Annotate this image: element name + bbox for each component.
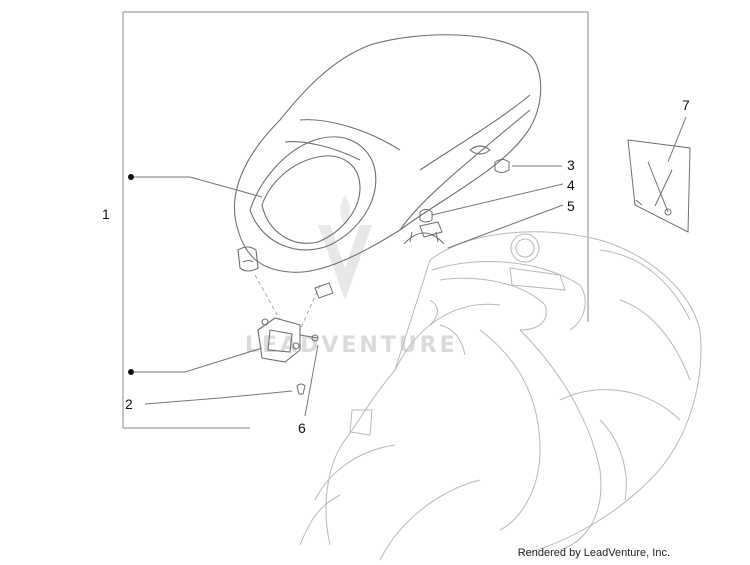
leader-dot xyxy=(128,369,134,375)
leader-dot xyxy=(128,174,134,180)
callout-7: 7 xyxy=(682,97,690,113)
callout-2: 2 xyxy=(125,396,133,412)
scooter-body-drawing xyxy=(299,231,702,561)
callout-1: 1 xyxy=(102,206,110,222)
small-parts xyxy=(296,159,510,395)
leader-dots xyxy=(128,174,134,375)
group-bracket xyxy=(122,11,589,429)
leader-lines xyxy=(131,116,687,417)
toolkit-drawing xyxy=(627,139,691,233)
callout-4: 4 xyxy=(567,177,575,193)
seat-drawing xyxy=(233,34,542,273)
hinge-drawing xyxy=(257,317,319,363)
callout-3: 3 xyxy=(567,157,575,173)
credit-text: Rendered by LeadVenture, Inc. xyxy=(517,547,670,559)
callout-6: 6 xyxy=(298,420,306,436)
callout-5: 5 xyxy=(567,198,575,214)
watermark-text: LEADVENTURE xyxy=(245,333,458,358)
watermark-logo: LEADVENTURE xyxy=(245,195,458,358)
